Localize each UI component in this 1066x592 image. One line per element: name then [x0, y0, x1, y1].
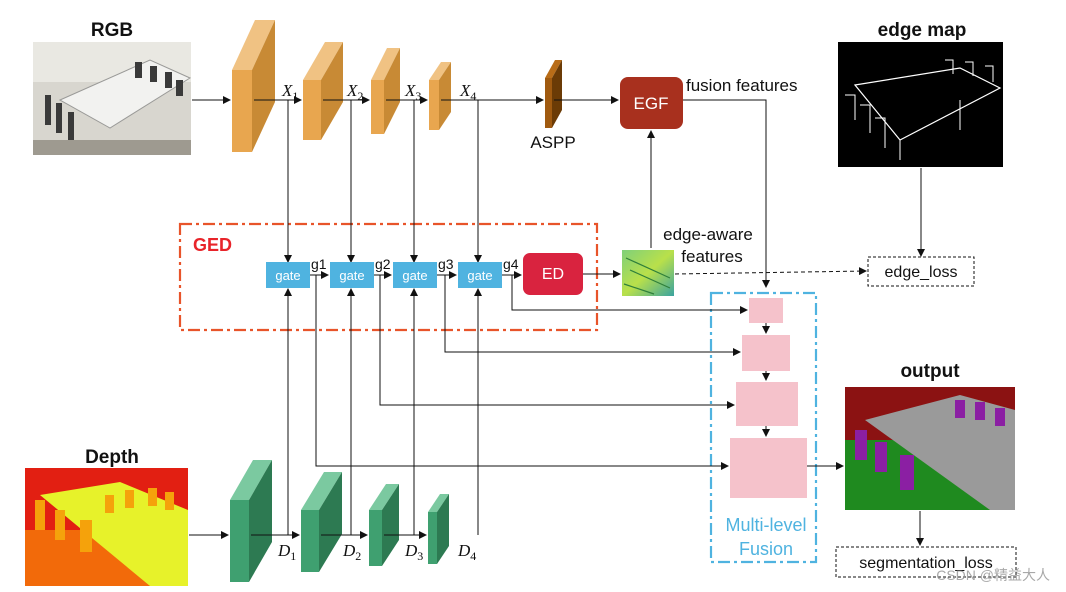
- gate-4: gate: [458, 262, 502, 288]
- gate-1: gate: [266, 262, 310, 288]
- multilevel-fusion-label-line1: Multi-level: [725, 515, 806, 535]
- depth-encoder: [230, 460, 449, 582]
- rgb-encoder-block-4: [429, 62, 451, 130]
- multilevel-fusion-label-line2: Fusion: [739, 539, 793, 559]
- output-title: output: [900, 361, 960, 382]
- depth-image: [25, 468, 188, 586]
- edge-features-to-edge-loss-arrow: [674, 267, 867, 276]
- svg-text:EGF: EGF: [634, 94, 669, 113]
- svg-text:gate: gate: [467, 268, 492, 283]
- d1-label: D1: [277, 541, 296, 563]
- svg-text:ED: ED: [542, 266, 564, 283]
- rgb-title: RGB: [91, 20, 133, 41]
- x4-label: X4: [459, 81, 476, 103]
- aspp-block: [545, 60, 562, 128]
- rgb-image: [33, 42, 192, 155]
- multilevel-fusion-border: [709, 291, 818, 564]
- x-to-gate-connections: [284, 100, 482, 263]
- output-image: [845, 387, 1015, 510]
- edge-aware-features-image: [622, 250, 674, 296]
- gate-2: gate: [330, 262, 374, 288]
- gate-to-fusion-connections: [315, 275, 748, 470]
- svg-text:gate: gate: [402, 268, 427, 283]
- ed-block: ED: [523, 253, 583, 295]
- depth-encoder-block-2: [301, 472, 342, 572]
- svg-text:edge_loss: edge_loss: [885, 264, 958, 281]
- fusion-block-3: [736, 382, 798, 426]
- d4-label: D4: [457, 541, 476, 563]
- fusion-block-2: [742, 335, 790, 371]
- egf-block: EGF: [620, 77, 683, 129]
- egf-to-fusion-arrow: [683, 99, 770, 288]
- d-to-gate-connections: [284, 288, 482, 535]
- rgb-encoder: [232, 20, 451, 152]
- rgb-encoder-block-1: [232, 20, 275, 152]
- rgb-encoder-block-3: [371, 48, 400, 134]
- d2-label: D2: [342, 541, 361, 563]
- x3-label: X3: [404, 81, 421, 103]
- rgb-encoder-block-2: [303, 42, 343, 140]
- depth-encoder-block-1: [230, 460, 272, 582]
- ged-label: GED: [193, 235, 232, 255]
- g3-label: g3: [438, 256, 454, 272]
- x2-label: X2: [346, 81, 363, 103]
- aspp-label: ASPP: [530, 133, 575, 152]
- depth-encoder-block-4: [428, 494, 449, 564]
- edge-loss-box: edge_loss: [867, 256, 975, 287]
- ged-module-border: [178, 222, 599, 332]
- fusion-features-label: fusion features: [686, 76, 798, 95]
- g4-label: g4: [503, 256, 519, 272]
- svg-text:gate: gate: [339, 268, 364, 283]
- fusion-block-1: [749, 298, 783, 323]
- depth-encoder-block-3: [369, 484, 399, 566]
- d3-label: D3: [404, 541, 423, 563]
- edge-map-image: [838, 42, 1003, 167]
- svg-text:segmentation_loss: segmentation_loss: [859, 555, 992, 572]
- watermark: CSDN @精益大人: [936, 567, 1050, 583]
- fusion-block-4: [730, 438, 807, 498]
- edge-aware-label-line2: features: [681, 247, 742, 266]
- edge-map-title: edge map: [878, 20, 967, 41]
- g1-label: g1: [311, 256, 327, 272]
- g2-label: g2: [375, 256, 391, 272]
- depth-title: Depth: [85, 447, 139, 468]
- gate-3: gate: [393, 262, 437, 288]
- svg-text:gate: gate: [275, 268, 300, 283]
- edge-aware-label-line1: edge-aware: [663, 225, 753, 244]
- segmentation-loss-box: segmentation_loss: [835, 546, 1017, 578]
